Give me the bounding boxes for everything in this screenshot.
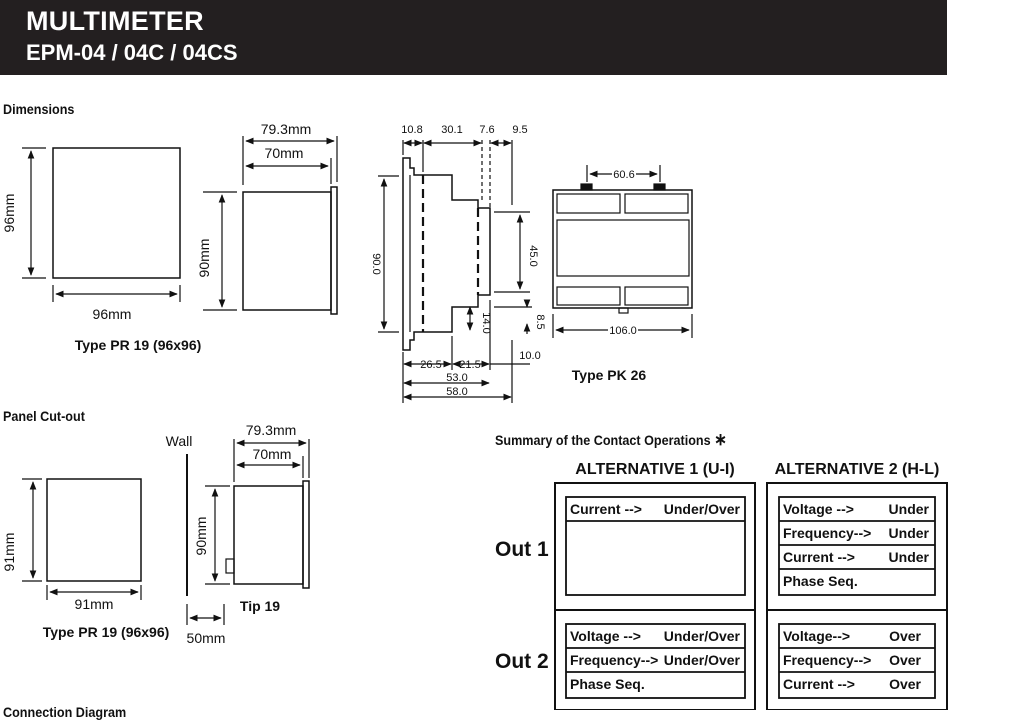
out2-alt2-row2-value: Over [889, 652, 921, 668]
summary-heading: Summary of the Contact Operations ∗ [495, 430, 727, 450]
out2-alt1-row1-value: Under/Over [664, 628, 741, 644]
pk26-top-clip-right [653, 183, 666, 191]
header-subtitle: EPM-04 / 04C / 04CS [26, 40, 238, 65]
pk26-bottom-1: 26.5 [420, 359, 441, 371]
pr19-side-height-label: 90mm [196, 239, 212, 278]
pk26-dim-top-4: 9.5 [512, 124, 527, 136]
pk26-lower-label: 14.0 [480, 312, 492, 333]
pk26-dim-top-1: 10.8 [401, 124, 422, 136]
out1-alt2-row2-value: Under [889, 525, 930, 541]
tip19-overall-depth-label: 79.3mm [246, 422, 297, 438]
pk26-mid-label: 45.0 [527, 245, 539, 266]
pk26-bottom-2: 21.5 [459, 359, 480, 371]
pk26-side-profile [402, 157, 491, 351]
pk26-front-top-label: 60.6 [613, 169, 634, 181]
out2-alt2-row3-value: Over [889, 676, 921, 692]
tip19-height-label: 90mm [193, 517, 209, 556]
out1-alt2-row1-name: Voltage --> [783, 501, 854, 517]
pk26-front-width-label: 106.0 [609, 325, 637, 337]
out1-alt2-row1-value: Under [889, 501, 930, 517]
out2-alt2-row2-name: Frequency--> [783, 652, 871, 668]
tip19-side-body [233, 485, 304, 585]
tip19-caption: Tip 19 [240, 598, 280, 614]
out2-alt1-row2-value: Under/Over [664, 652, 741, 668]
out2-alt1-row3-name: Phase Seq. [570, 676, 645, 692]
out1-label: Out 1 [495, 538, 549, 561]
pk26-front-outline [552, 189, 693, 309]
cutout-outline [46, 478, 142, 582]
out1-alt1-box [565, 496, 746, 596]
summary-asterisk: ∗ [714, 430, 727, 449]
out2-alt1-row2-name: Frequency--> [570, 652, 658, 668]
pk26-terminal-top-right [624, 193, 689, 214]
out1-alt2-row4-name: Phase Seq. [783, 573, 858, 589]
dimensions-heading: Dimensions [3, 101, 75, 117]
pr19-body-depth-label: 70mm [265, 145, 304, 161]
pk26-dim-top-2: 30.1 [441, 124, 462, 136]
out2-label: Out 2 [495, 650, 549, 673]
pr19-side-bezel [330, 186, 338, 315]
pk26-top-clip-left [580, 183, 593, 191]
pr19-overall-depth-label: 79.3mm [261, 121, 312, 137]
pr19-height-label: 96mm [1, 194, 17, 233]
cutout-width-label: 91mm [75, 596, 114, 612]
cutout-caption: Type PR 19 (96x96) [43, 624, 170, 640]
tip19-gap-label: 50mm [187, 630, 226, 646]
out1-alt2-row3-name: Current --> [783, 549, 855, 565]
tip19-side-bezel [302, 480, 310, 589]
pr19-front-outline [52, 147, 181, 279]
out2-alt2-row3-name: Current --> [783, 676, 855, 692]
pr19-caption: Type PR 19 (96x96) [75, 337, 202, 353]
pk26-bottom-3: 53.0 [446, 372, 467, 384]
tip19-body-depth-label: 70mm [253, 446, 292, 462]
out2-alt2-box [778, 623, 936, 699]
out1-alt1-row1-name: Current --> [570, 501, 642, 517]
cutout-height-label: 91mm [1, 533, 17, 572]
out1-alt1-row1-value: Under/Over [664, 501, 741, 517]
out1-alt2-box [778, 496, 936, 596]
summary-heading-text: Summary of the Contact Operations [495, 432, 711, 448]
out2-alt1-box [565, 623, 746, 699]
panel-cutout-heading: Panel Cut-out [3, 408, 85, 424]
header-title: MULTIMETER [26, 6, 204, 36]
out2-alt1-row1-name: Voltage --> [570, 628, 641, 644]
pk26-din-latch [618, 307, 629, 314]
out1-alt2-row3-value: Under [889, 549, 930, 565]
tip19-clamp [225, 558, 235, 574]
pk26-dim-top-3: 7.6 [479, 124, 494, 136]
out2-alt2-row1-name: Voltage--> [783, 628, 850, 644]
pk26-terminal-bottom-right [624, 286, 689, 306]
pk26-height-label: 90.0 [370, 253, 382, 274]
out2-alt2-frame [766, 609, 948, 710]
pk26-terminal-top-left [556, 193, 621, 214]
pk26-caption: Type PK 26 [572, 367, 647, 383]
out1-alt2-row2-name: Frequency--> [783, 525, 871, 541]
out2-alt2-row1-value: Over [889, 628, 921, 644]
pk26-display-window [556, 219, 690, 277]
out2-alt1-frame [554, 609, 756, 710]
pr19-width-label: 96mm [93, 306, 132, 322]
pk26-small-label: 8.5 [534, 314, 546, 329]
pk26-right-label: 10.0 [519, 350, 540, 362]
pk26-bottom-4: 58.0 [446, 386, 467, 398]
alt1-title: ALTERNATIVE 1 (U-I) [575, 461, 734, 478]
header-banner: MULTIMETER EPM-04 / 04C / 04CS [0, 0, 947, 75]
wall-label: Wall [166, 433, 193, 449]
pk26-terminal-bottom-left [556, 286, 621, 306]
alt2-title: ALTERNATIVE 2 (H-L) [775, 461, 940, 478]
pr19-side-body [242, 191, 332, 311]
